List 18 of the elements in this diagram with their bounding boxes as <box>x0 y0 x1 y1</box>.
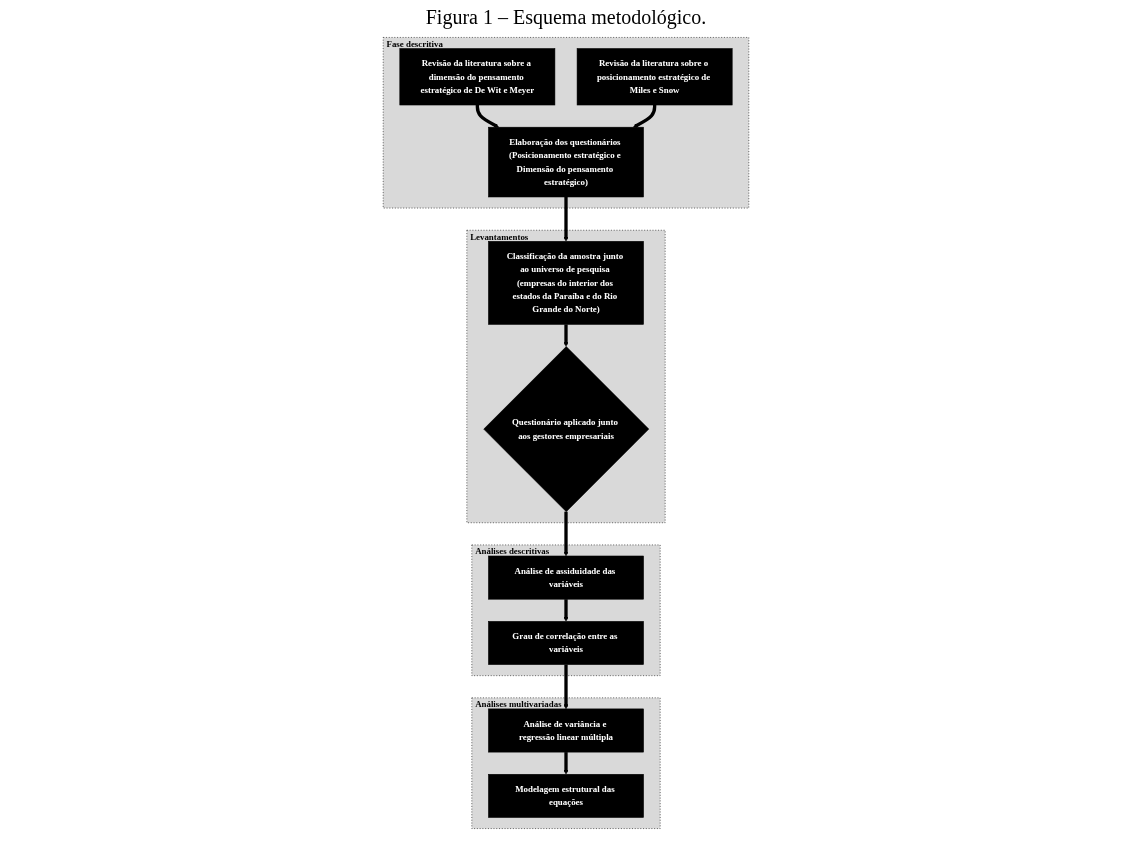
arrow <box>633 105 657 128</box>
node-box: Revisão da literatura sobre o posicionamento estratégico de Miles e Snow <box>576 48 733 106</box>
figure-title: Figura 1 – Esquema metodológico. <box>424 6 708 29</box>
node-box: Grau de correlação entre as variáveis <box>488 621 644 665</box>
node-box: Elaboração dos questionários (Posicionamento estratégico e Dimensão do pensamento estratégico) <box>488 126 644 198</box>
arrow <box>563 752 569 775</box>
arrow <box>563 197 569 242</box>
node-box: Análise de assiduidade das variáveis <box>488 555 644 600</box>
arrow <box>563 599 569 622</box>
node-box: Classificação da amostra junto ao universo de pesquisa (empresas do interior dos estados da Paraíba e do Rio Grande do Norte) <box>488 241 644 325</box>
arrow <box>563 511 569 557</box>
arrow <box>475 105 499 128</box>
node-box: Análise de variância e regressão linear múltipla <box>488 708 644 753</box>
arrow <box>563 664 569 710</box>
arrow <box>563 324 569 347</box>
node-diamond: Questionário aplicado junto aos gestores empresariais <box>483 346 650 512</box>
node-box: Revisão da literatura sobre a dimensão do pensamento estratégico de De Wit e Meyer <box>399 48 556 106</box>
node-box: Modelagem estrutural das equações <box>488 774 644 818</box>
